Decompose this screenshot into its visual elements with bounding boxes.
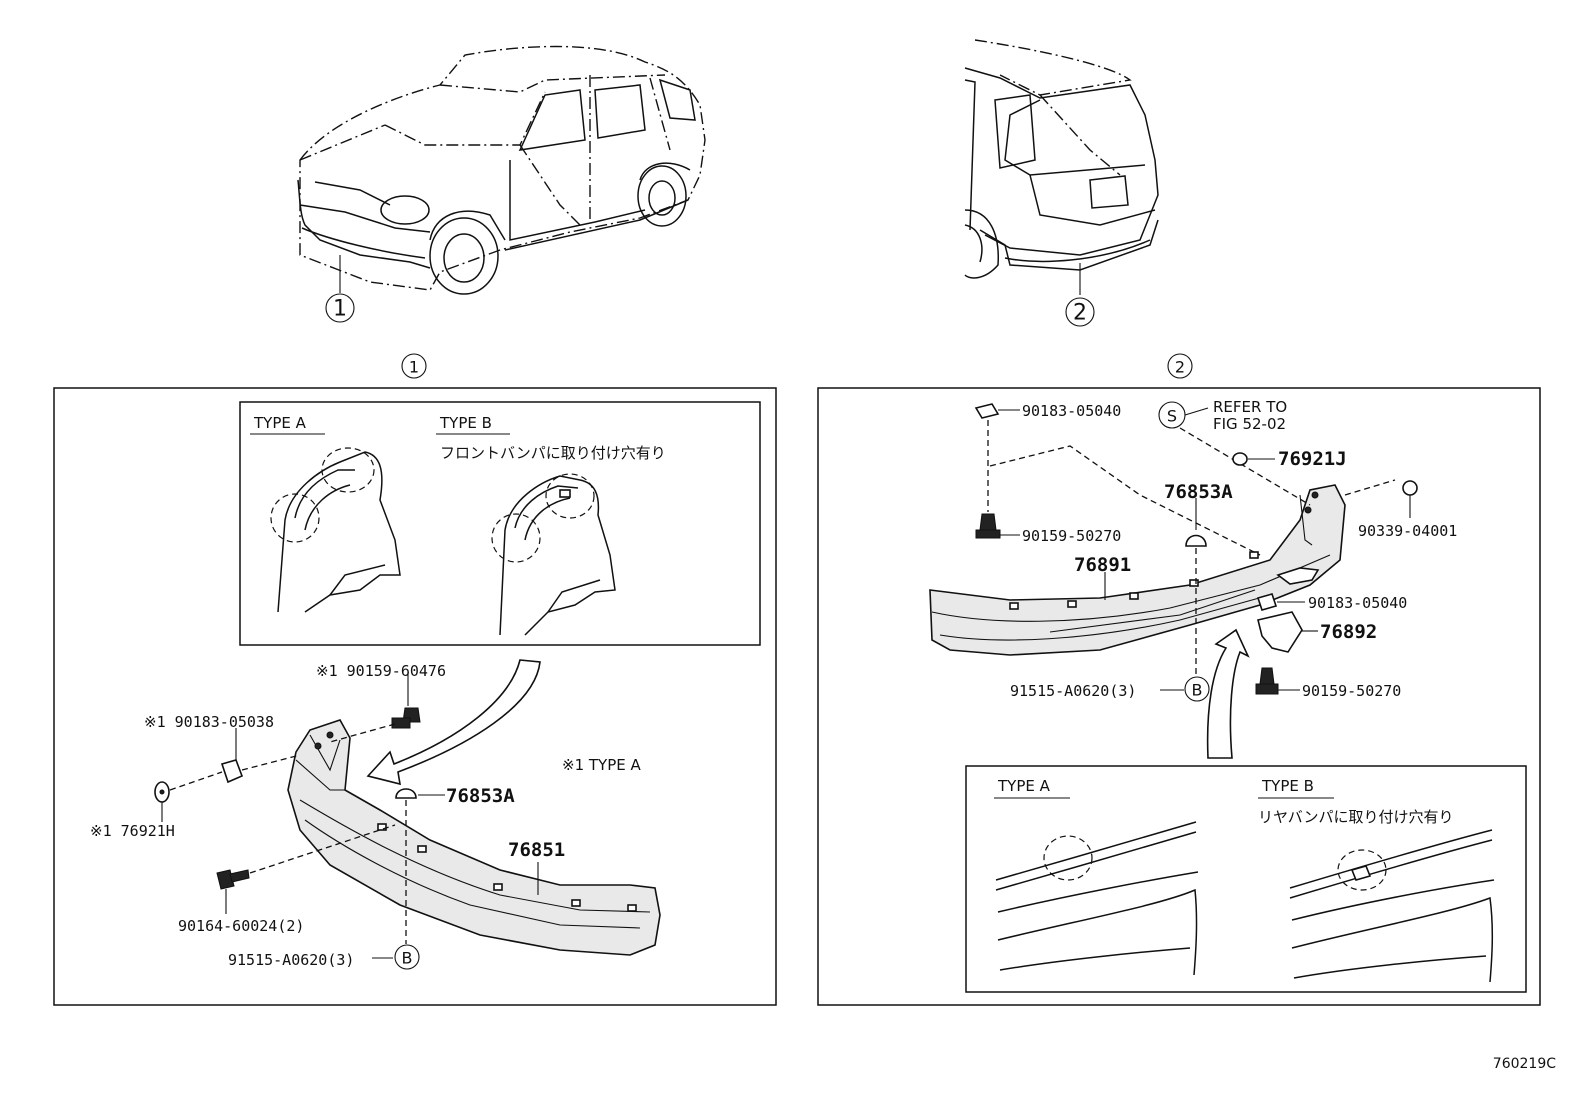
front-note-type-a: ※1 TYPE A [562, 756, 641, 774]
label-90159-50270-bot: 90159-50270 [1302, 682, 1401, 700]
callout-rear-car: 2 [1073, 301, 1087, 326]
label-76853A-rear: 76853A [1164, 481, 1233, 503]
rear-fasteners: S [974, 401, 1418, 702]
rear-s-marker: S [1167, 407, 1177, 426]
front-car-overview: 1 [297, 45, 706, 323]
front-type-b-note: フロントバンパに取り付け穴有り [440, 444, 666, 462]
label-90159-50270-top: 90159-50270 [1022, 527, 1121, 545]
rear-type-b-sketch [1289, 829, 1495, 983]
rear-type-b-label: TYPE B [1261, 777, 1314, 795]
front-bumper-panel [53, 387, 777, 1006]
front-type-b-sketch [491, 473, 616, 636]
callout-front-car: 1 [333, 297, 347, 322]
rear-b-marker: B [1192, 681, 1203, 700]
front-b-marker: B [402, 949, 413, 968]
label-91515-A0620-rear: 91515-A0620(3) [1010, 682, 1136, 700]
rear-panel-callout: 2 [1175, 358, 1185, 377]
label-76921J: 76921J [1278, 448, 1347, 470]
front-panel-callout: 1 [409, 358, 419, 377]
rear-type-a-sketch [995, 821, 1199, 976]
label-90159-60476: ※1 90159-60476 [316, 662, 446, 680]
label-76853A-front: 76853A [446, 785, 515, 807]
front-type-a-label: TYPE A [253, 414, 307, 432]
front-arrow [366, 659, 541, 786]
rear-bumper-cover-76891 [929, 484, 1346, 656]
rear-type-a-label: TYPE A [997, 777, 1051, 795]
label-90183-05038: ※1 90183-05038 [144, 713, 274, 731]
front-type-a-sketch [270, 447, 401, 613]
label-90339-04001: 90339-04001 [1358, 522, 1457, 540]
label-76851: 76851 [508, 839, 565, 861]
rear-arrow [1206, 628, 1250, 759]
label-90164-60024: 90164-60024(2) [178, 917, 304, 935]
refer-line-2: FIG 52-02 [1213, 415, 1286, 433]
label-90183-05040-top: 90183-05040 [1022, 402, 1121, 420]
figure-code: 760219C [1493, 1056, 1556, 1072]
label-76891: 76891 [1074, 554, 1131, 576]
label-91515-A0620-front: 91515-A0620(3) [228, 951, 354, 969]
rear-type-b-note: リヤバンパに取り付け穴有り [1258, 808, 1453, 826]
rear-car-overview: 2 [964, 39, 1159, 327]
refer-line-1: REFER TO [1213, 398, 1287, 416]
label-76892: 76892 [1320, 621, 1377, 643]
label-90183-05040-mid: 90183-05040 [1308, 594, 1407, 612]
front-fasteners [154, 672, 539, 970]
front-bumper-cover-76851 [287, 719, 661, 956]
front-type-b-label: TYPE B [439, 414, 492, 432]
label-76921H: ※1 76921H [90, 822, 175, 840]
front-type-inset [239, 401, 761, 646]
rear-bumper-panel [817, 387, 1541, 1006]
rear-type-inset [965, 765, 1527, 993]
